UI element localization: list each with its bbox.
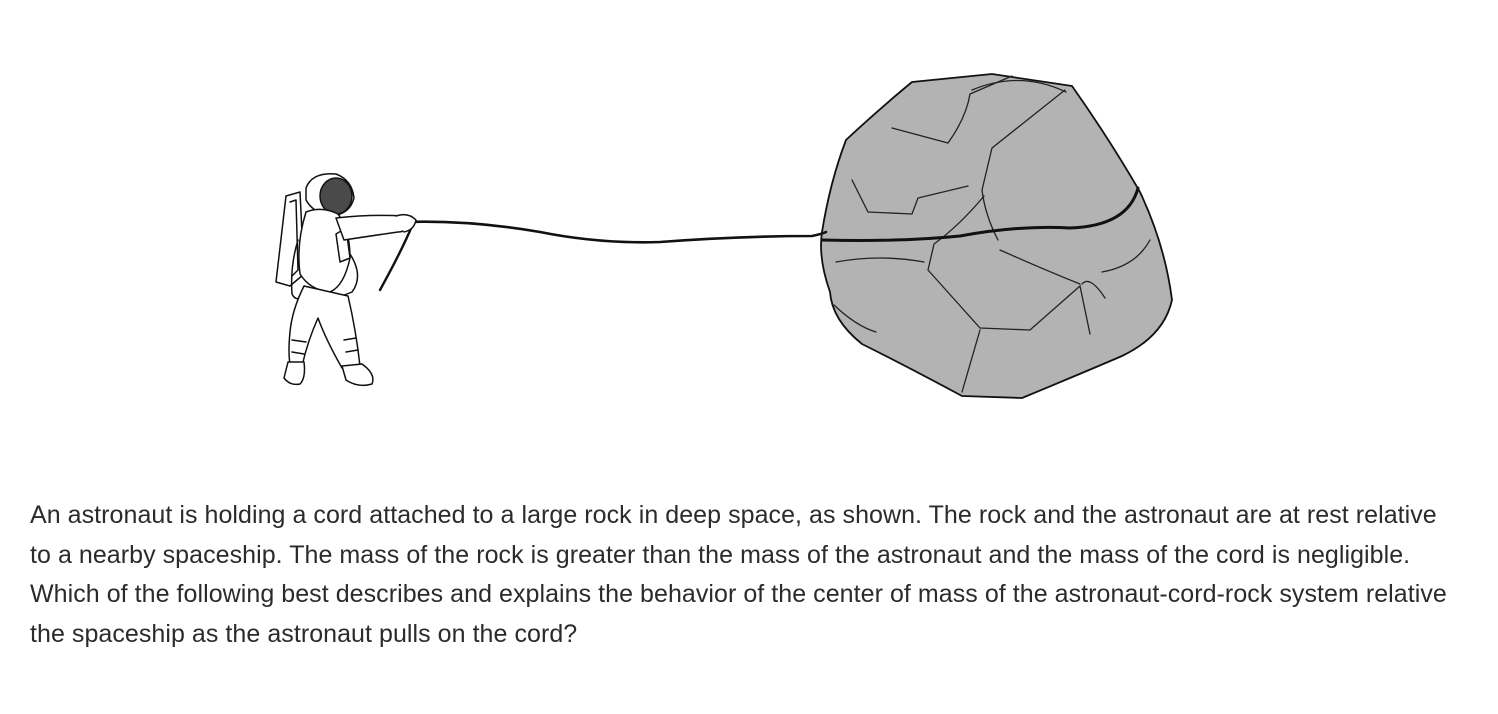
astronaut-legs (288, 285, 361, 369)
rock-facet-lines (833, 75, 1151, 393)
astronaut-visor (319, 177, 353, 215)
cord-loose-end (378, 224, 414, 292)
astronaut-boot-right (341, 363, 374, 387)
astronaut-boot-left (283, 361, 306, 386)
cord (404, 220, 828, 244)
question-text: An astronaut is holding a cord attached … (30, 501, 1447, 648)
astronaut (275, 173, 417, 387)
figure-svg (275, 73, 1173, 399)
rock (820, 73, 1173, 399)
astronaut-torso (298, 208, 351, 293)
rock-cord-band (820, 186, 1140, 242)
figure-illustration (275, 73, 1173, 399)
